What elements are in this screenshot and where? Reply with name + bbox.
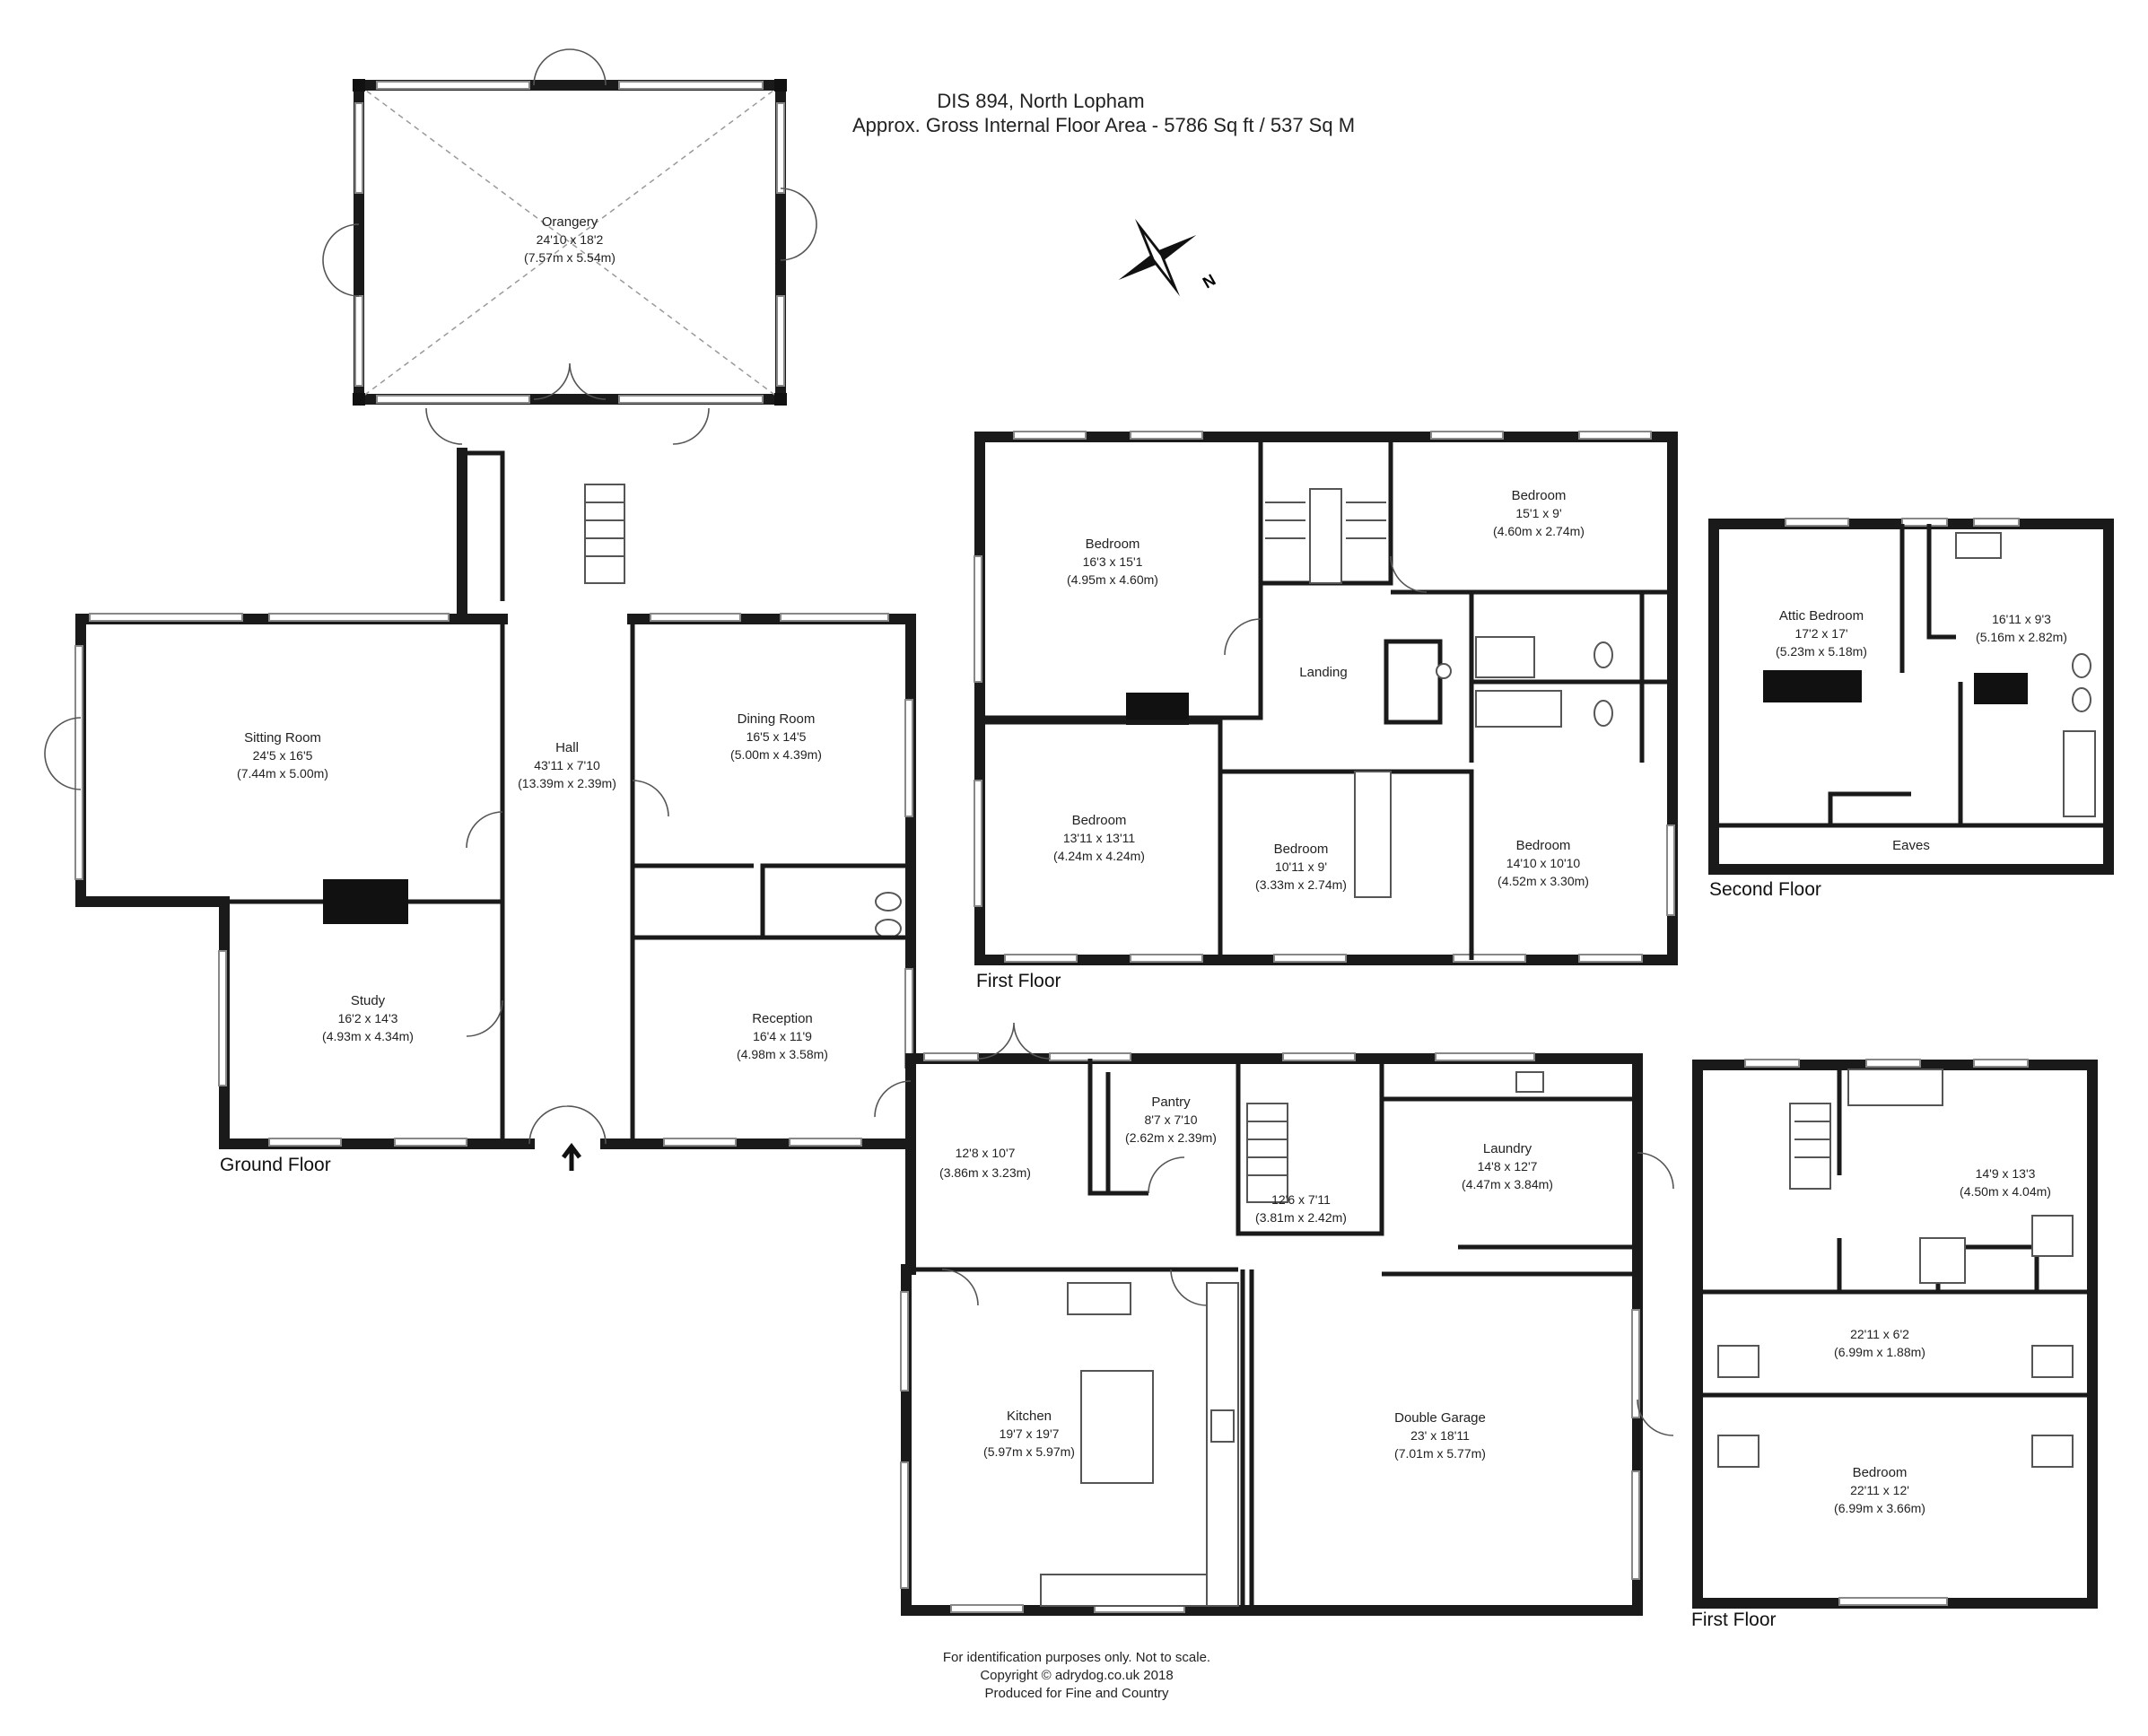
sitting-dim-imperial: 24'5 x 16'5: [253, 748, 313, 763]
bed5-name: Bedroom: [1516, 838, 1571, 853]
annex1-dim-metric: (4.50m x 4.04m): [1960, 1184, 2051, 1199]
orangery-dim-metric: (7.57m x 5.54m): [524, 250, 616, 265]
annex3-dim-metric: (6.99m x 3.66m): [1834, 1501, 1925, 1515]
bed1-name: Bedroom: [1086, 537, 1140, 552]
title-address: DIS 894, North Lopham: [937, 90, 1144, 112]
bed4-name: Bedroom: [1274, 842, 1329, 857]
bed4-dim-metric: (3.33m x 2.74m): [1255, 877, 1347, 892]
attic-dim-imperial: 17'2 x 17': [1794, 626, 1847, 641]
attic2-dim-imperial: 16'11 x 9'3: [1992, 612, 2051, 626]
landing-name: Landing: [1299, 665, 1347, 680]
pantry-dim-imperial: 8'7 x 7'10: [1144, 1112, 1197, 1127]
annex-first-floor-walls: [1692, 1059, 2098, 1609]
second-floor-label: Second Floor: [1709, 879, 1821, 900]
stairhall-dim-imperial: 12'6 x 7'11: [1271, 1192, 1331, 1207]
compass-icon: [1118, 218, 1197, 297]
annex3-name: Bedroom: [1853, 1465, 1908, 1480]
sitting-dim-metric: (7.44m x 5.00m): [237, 766, 328, 781]
compass-north-label: N: [1200, 271, 1218, 292]
garage-dim-imperial: 23' x 18'11: [1410, 1428, 1470, 1443]
bed1-dim-imperial: 16'3 x 15'1: [1083, 554, 1143, 569]
reception-dim-metric: (4.98m x 3.58m): [737, 1047, 828, 1061]
footer-disclaimer: For identification purposes only. Not to…: [943, 1650, 1210, 1665]
service-wing-walls: [874, 1022, 1674, 1616]
stairhall-dim-metric: (3.81m x 2.42m): [1255, 1210, 1347, 1225]
annex-first-floor-label: First Floor: [1691, 1610, 1777, 1630]
bed5-dim-metric: (4.52m x 3.30m): [1497, 874, 1589, 888]
footer-produced-for: Produced for Fine and Country: [984, 1686, 1169, 1701]
title-area: Approx. Gross Internal Floor Area - 5786…: [852, 114, 1355, 136]
sitting-name: Sitting Room: [244, 730, 321, 746]
garage-name: Double Garage: [1394, 1410, 1486, 1426]
attic2-dim-metric: (5.16m x 2.82m): [1976, 630, 2067, 644]
bed3-name: Bedroom: [1072, 813, 1127, 828]
garage-dim-metric: (7.01m x 5.77m): [1394, 1446, 1486, 1461]
laundry-name: Laundry: [1483, 1141, 1532, 1156]
eaves-name: Eaves: [1892, 838, 1930, 853]
ground-floor-walls: [44, 448, 916, 1171]
bed3-dim-metric: (4.24m x 4.24m): [1053, 849, 1145, 863]
bed2-name: Bedroom: [1512, 488, 1567, 503]
reception-name: Reception: [752, 1011, 813, 1026]
entrance-arrow-icon: [562, 1142, 581, 1171]
footer-copyright: Copyright © adrydog.co.uk 2018: [980, 1668, 1173, 1683]
annex2-dim-metric: (6.99m x 1.88m): [1834, 1345, 1925, 1359]
dining-dim-metric: (5.00m x 4.39m): [730, 747, 822, 762]
annex2-dim-imperial: 22'11 x 6'2: [1850, 1327, 1909, 1341]
annex3-dim-imperial: 22'11 x 12': [1850, 1483, 1909, 1497]
bed3-dim-imperial: 13'11 x 13'11: [1063, 831, 1136, 845]
dining-name: Dining Room: [738, 711, 816, 727]
bed2-dim-metric: (4.60m x 2.74m): [1493, 524, 1585, 538]
hall-dim-imperial: 43'11 x 7'10: [534, 758, 600, 772]
orangery-name: Orangery: [542, 214, 598, 230]
hall-dim-metric: (13.39m x 2.39m): [518, 776, 616, 790]
ground-floor-label: Ground Floor: [220, 1155, 331, 1175]
study-dim-imperial: 16'2 x 14'3: [338, 1011, 398, 1025]
orangery-dim-imperial: 24'10 x 18'2: [537, 232, 604, 247]
hall-name: Hall: [555, 740, 579, 755]
attic-name: Attic Bedroom: [1779, 608, 1864, 624]
orangery-structure: [322, 48, 817, 445]
reception-dim-imperial: 16'4 x 11'9: [753, 1029, 812, 1043]
annex1-dim-imperial: 14'9 x 13'3: [1976, 1166, 2036, 1181]
bed4-dim-imperial: 10'11 x 9': [1275, 859, 1327, 874]
bed2-dim-imperial: 15'1 x 9': [1515, 506, 1561, 520]
study-dim-metric: (4.93m x 4.34m): [322, 1029, 414, 1043]
kitchen-dim-imperial: 19'7 x 19'7: [1000, 1426, 1060, 1441]
bed5-dim-imperial: 14'10 x 10'10: [1506, 856, 1581, 870]
first-floor-walls: [974, 431, 1678, 965]
lobby-dim-metric: (3.86m x 3.23m): [939, 1165, 1031, 1180]
attic-dim-metric: (5.23m x 5.18m): [1776, 644, 1867, 659]
laundry-dim-imperial: 14'8 x 12'7: [1478, 1159, 1538, 1173]
kitchen-dim-metric: (5.97m x 5.97m): [983, 1444, 1075, 1459]
kitchen-name: Kitchen: [1007, 1409, 1052, 1424]
pantry-dim-metric: (2.62m x 2.39m): [1125, 1130, 1217, 1145]
lobby-dim-imperial: 12'8 x 10'7: [956, 1146, 1016, 1160]
laundry-dim-metric: (4.47m x 3.84m): [1462, 1177, 1553, 1191]
second-floor-walls: [1708, 518, 2114, 875]
study-name: Study: [351, 993, 386, 1008]
first-floor-label: First Floor: [976, 971, 1061, 991]
pantry-name: Pantry: [1151, 1095, 1191, 1110]
bed1-dim-metric: (4.95m x 4.60m): [1067, 572, 1158, 587]
dining-dim-imperial: 16'5 x 14'5: [747, 729, 807, 744]
